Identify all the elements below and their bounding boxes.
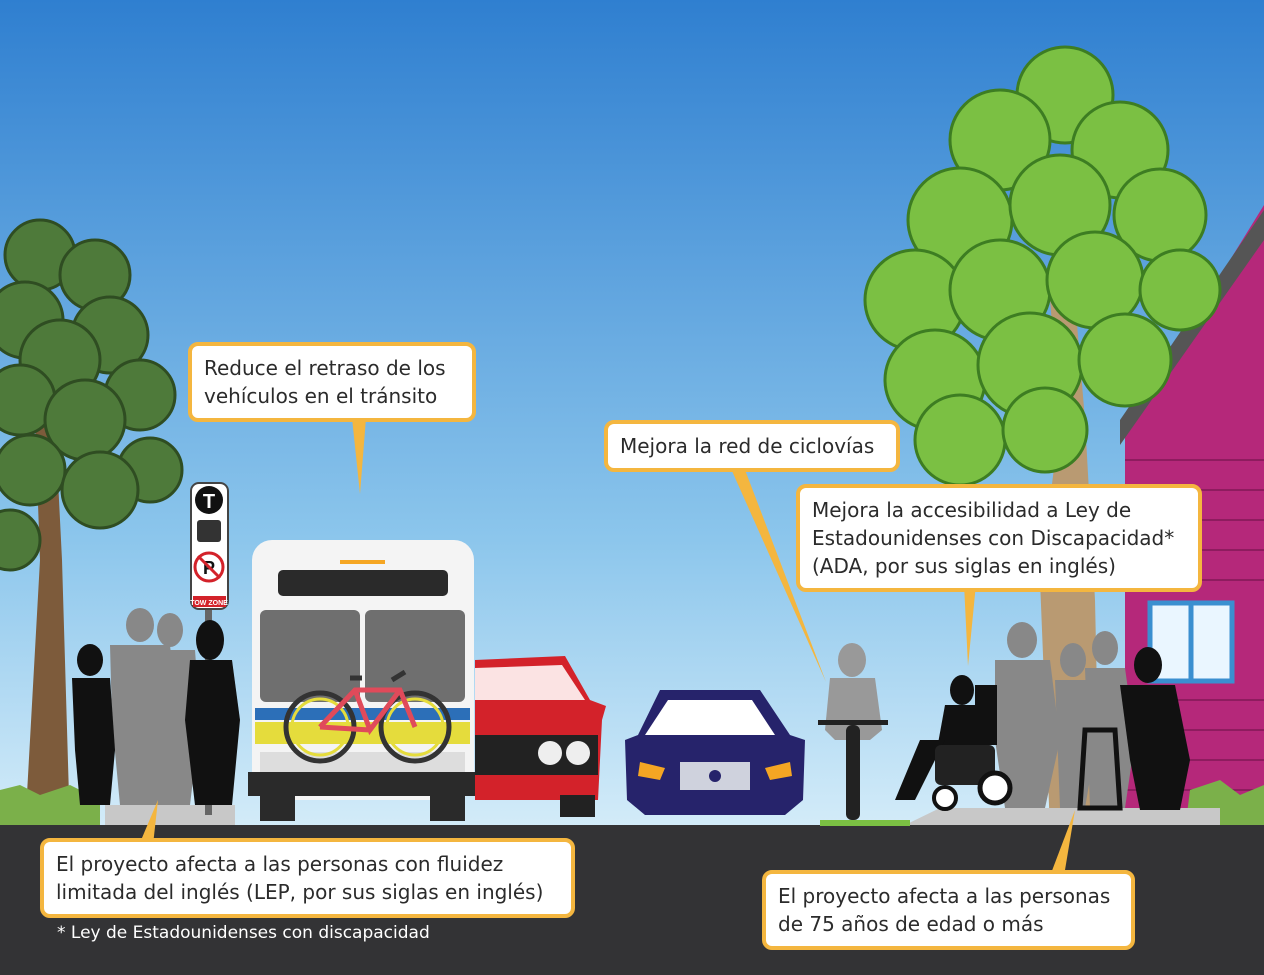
sign-tow-zone: TOW ZONE	[190, 600, 228, 607]
callout-ada-line2: Estadounidenses con Discapacidad*	[812, 526, 1175, 550]
tree-left	[0, 218, 184, 830]
callout-pointers	[139, 418, 1075, 876]
cyclist	[818, 643, 888, 820]
callout-ada-line1: Mejora la accesibilidad a Ley de	[812, 498, 1132, 522]
callout-lep: El proyecto afecta a las personas con fl…	[40, 838, 575, 918]
callout-transit-line2: vehículos en el tránsito	[204, 384, 438, 408]
callout-elderly: El proyecto afecta a las personas de 75 …	[762, 870, 1135, 950]
bike-on-rack	[283, 669, 452, 764]
curb-ramp	[905, 808, 1220, 825]
callout-bike-line1: Mejora la red de ciclovías	[620, 434, 875, 458]
footnote: * Ley de Estadounidenses con discapacida…	[57, 923, 430, 943]
callout-ada-line3: (ADA, por sus siglas en inglés)	[812, 554, 1116, 578]
callout-transit-line1: Reduce el retraso de los	[204, 356, 446, 380]
callout-lep-line1: El proyecto afecta a las personas con fl…	[56, 852, 504, 876]
bike-lane-marking	[820, 820, 910, 826]
pedestrians-left	[72, 608, 240, 805]
red-car	[475, 656, 606, 817]
sidewalk	[105, 805, 235, 825]
callout-bike-network: Mejora la red de ciclovías	[604, 420, 900, 472]
bus	[248, 540, 478, 821]
callout-transit-delay: Reduce el retraso de los vehículos en el…	[188, 342, 476, 422]
callout-lep-line2: limitada del inglés (LEP, por sus siglas…	[56, 880, 544, 904]
blue-car	[625, 690, 805, 815]
pedestrians-right	[895, 622, 1190, 811]
callout-ada-accessibility: Mejora la accesibilidad a Ley de Estadou…	[796, 484, 1202, 592]
grass	[0, 785, 100, 830]
tree-right	[863, 45, 1222, 830]
callout-elderly-line1: El proyecto afecta a las personas	[778, 884, 1111, 908]
sign-t-letter: T	[203, 491, 215, 513]
callout-elderly-line2: de 75 años de edad o más	[778, 912, 1044, 936]
